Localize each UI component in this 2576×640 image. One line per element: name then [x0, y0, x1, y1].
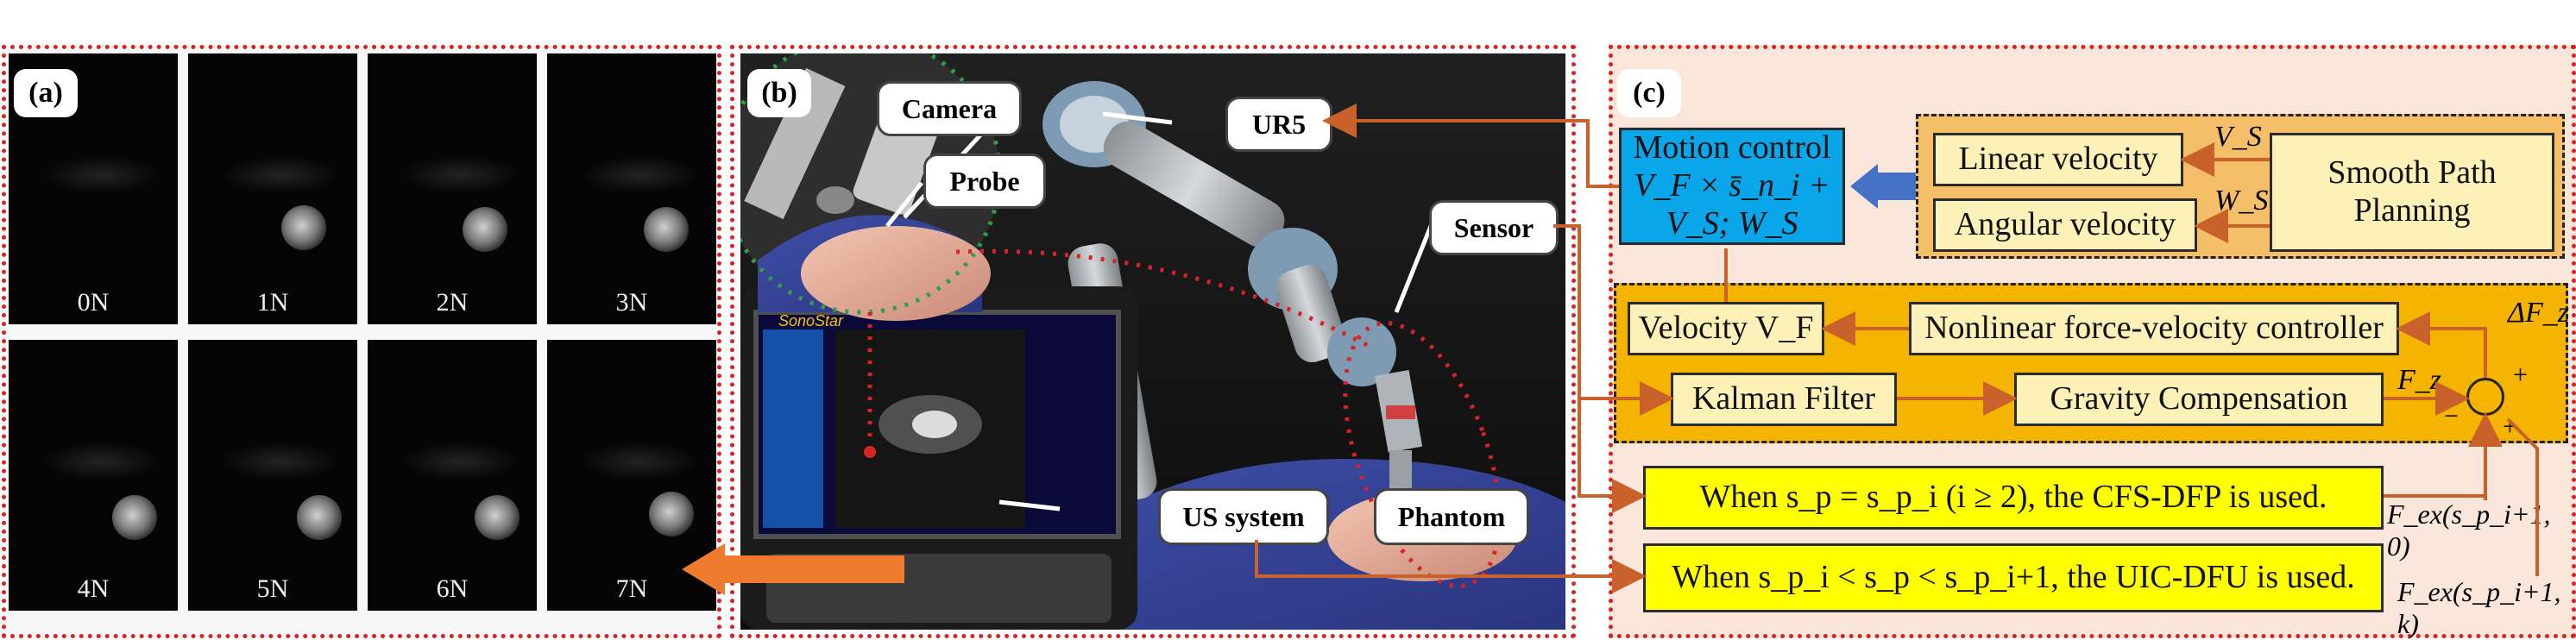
transfer-arrow	[682, 543, 904, 595]
smooth-path-planning-block: Smooth Path Planning	[2270, 133, 2554, 252]
uic-dfu-rule: When s_p_i < s_p < s_p_i+1, the UIC-DFU …	[1643, 543, 2384, 612]
fex-zero-label: F_ex(s_p_i+1, 0)	[2387, 499, 2551, 562]
force-label-0n: 0N	[77, 288, 110, 317]
angular-velocity-block: Angular velocity	[1933, 198, 2197, 252]
velocity-vf-block: Velocity V_F	[1628, 302, 1824, 355]
delta-fz-label: ΔF_z	[2508, 297, 2569, 329]
panel-c-tag: (c)	[1617, 69, 1681, 117]
panel-a-tag: (a)	[14, 69, 78, 117]
ur5-label: UR5	[1225, 97, 1332, 152]
ultrasound-image-1n: 1N	[188, 53, 357, 324]
ws-label: W_S	[2214, 185, 2269, 216]
sensor-label: Sensor	[1429, 200, 1559, 255]
plus-sign-top: +	[2513, 361, 2528, 389]
force-label-3n: 3N	[615, 288, 648, 317]
gravity-compensation-block: Gravity Compensation	[2014, 373, 2384, 426]
ultrasound-image-5n: 5N	[188, 340, 357, 611]
force-label-6n: 6N	[436, 574, 469, 603]
vs-label: V_S	[2214, 121, 2262, 153]
motion-control-block: Motion control V_F × s̄_n_i + V_S; W_S	[1619, 128, 1845, 245]
force-label-4n: 4N	[77, 574, 110, 603]
motion-control-equation: V_F × s̄_n_i + V_S; W_S	[1634, 167, 1830, 242]
minus-sign: −	[2444, 402, 2459, 430]
panel-b-tag: (b)	[747, 69, 811, 117]
ultrasound-grid: 0N 1N 2N 3N 4N 5N 6N 7N	[9, 53, 716, 630]
linear-velocity-block: Linear velocity	[1933, 133, 2183, 186]
force-label-7n: 7N	[615, 574, 648, 603]
force-label-2n: 2N	[436, 288, 469, 317]
fex-k-label: F_ex(s_p_i+1, k)	[2397, 576, 2561, 639]
kalman-filter-block: Kalman Filter	[1671, 373, 1897, 426]
ultrasound-image-4n: 4N	[9, 340, 178, 611]
motion-control-title: Motion control	[1633, 129, 1831, 166]
ultrasound-image-6n: 6N	[368, 340, 537, 611]
phantom-label: Phantom	[1374, 488, 1529, 545]
smooth-path-line-2: Planning	[2353, 192, 2471, 229]
us-system-label: US system	[1158, 488, 1329, 545]
force-label-5n: 5N	[256, 574, 289, 603]
force-label-1n: 1N	[256, 288, 289, 317]
ultrasound-image-2n: 2N	[368, 53, 537, 324]
probe-label: Probe	[923, 154, 1046, 209]
nonlinear-controller-block: Nonlinear force-velocity controller	[1909, 302, 2399, 355]
plus-sign-bottom: +	[2503, 412, 2517, 441]
cfs-dfp-rule: When s_p = s_p_i (i ≥ 2), the CFS-DFP is…	[1643, 466, 2384, 530]
ultrasound-image-3n: 3N	[547, 53, 716, 324]
summing-junction	[2466, 378, 2504, 416]
fz-label: F_z	[2397, 364, 2441, 396]
screen-brand: SonoStar	[778, 312, 844, 329]
camera-label: Camera	[877, 81, 1022, 136]
smooth-path-line-1: Smooth Path	[2327, 154, 2497, 191]
